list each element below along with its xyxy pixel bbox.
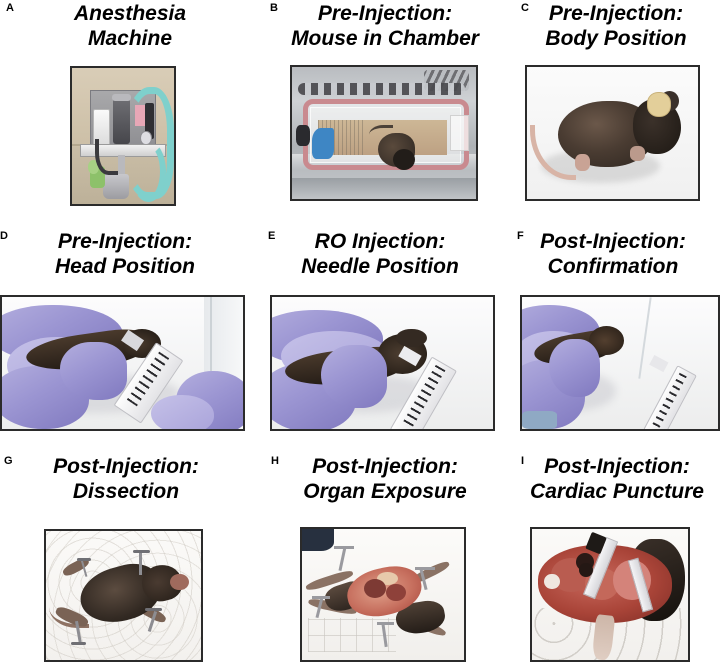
panel-a: A Anesthesia Machine <box>0 0 260 220</box>
panel-letter-f: F <box>517 230 524 242</box>
panel-title-a-line2: Machine <box>87 27 173 50</box>
panel-title-f-line1: Post-Injection: <box>540 230 686 253</box>
panel-title-h-line2: Organ Exposure <box>303 480 467 503</box>
panel-letter-e: E <box>268 230 276 242</box>
panel-title-h-line1: Post-Injection: <box>312 455 458 478</box>
panel-letter-a: A <box>6 2 14 14</box>
panel-g: G Post-Injection: Dissection <box>0 446 250 664</box>
dissection-photo <box>44 529 203 662</box>
panel-title-b-line1: Pre-Injection: <box>317 2 453 25</box>
mouse-in-chamber-photo <box>290 65 478 201</box>
panel-title-f: Post-Injection: Confirmation <box>505 229 720 279</box>
head-position-photo <box>0 295 245 431</box>
panel-title-c-line1: Pre-Injection: <box>548 2 684 25</box>
panel-title-a: Anesthesia Machine <box>0 1 260 51</box>
panel-h: H Post-Injection: Organ Exposure <box>260 446 510 664</box>
panel-f: F Post-Injection: Confirmation <box>505 222 720 444</box>
panel-title-b-line2: Mouse in Chamber <box>291 27 479 50</box>
panel-c: C Pre-Injection: Body Position <box>510 0 720 220</box>
panel-title-c: Pre-Injection: Body Position <box>510 1 720 51</box>
panel-e: E RO Injection: Needle Position <box>255 222 505 444</box>
needle-position-photo <box>270 295 495 431</box>
panel-title-g-line2: Dissection <box>72 480 180 503</box>
organ-exposure-photo <box>300 527 466 662</box>
panel-title-a-line1: Anesthesia <box>73 2 187 25</box>
panel-title-d-line1: Pre-Injection: <box>57 230 193 253</box>
panel-title-h: Post-Injection: Organ Exposure <box>260 454 510 504</box>
panel-title-b: Pre-Injection: Mouse in Chamber <box>260 1 510 51</box>
panel-i: I Post-Injection: Cardiac Puncture <box>510 446 720 664</box>
confirmation-photo <box>520 295 720 431</box>
cardiac-puncture-photo <box>530 527 690 662</box>
panel-title-g-line1: Post-Injection: <box>53 455 199 478</box>
anesthesia-machine-photo <box>70 66 176 206</box>
body-position-photo <box>525 65 700 201</box>
panel-letter-i: I <box>521 455 525 467</box>
panel-title-d: Pre-Injection: Head Position <box>0 229 250 279</box>
panel-letter-h: H <box>271 455 279 467</box>
panel-title-c-line2: Body Position <box>545 27 687 50</box>
panel-title-e-line2: Needle Position <box>301 255 459 278</box>
panel-title-i: Post-Injection: Cardiac Puncture <box>510 454 720 504</box>
panel-letter-g: G <box>4 455 13 467</box>
panel-d: D Pre-Injection: Head Position <box>0 222 250 444</box>
panel-title-i-line1: Post-Injection: <box>544 455 690 478</box>
panel-letter-b: B <box>270 2 278 14</box>
panel-letter-c: C <box>521 2 529 14</box>
panel-letter-d: D <box>0 230 8 242</box>
panel-title-e: RO Injection: Needle Position <box>255 229 505 279</box>
panel-b: B Pre-Injection: Mouse in Chamber <box>260 0 510 220</box>
panel-title-d-line2: Head Position <box>54 255 196 278</box>
panel-title-g: Post-Injection: Dissection <box>0 454 252 504</box>
panel-title-e-line1: RO Injection: <box>314 230 446 253</box>
panel-title-f-line2: Confirmation <box>547 255 679 278</box>
panel-title-i-line2: Cardiac Puncture <box>530 480 704 503</box>
